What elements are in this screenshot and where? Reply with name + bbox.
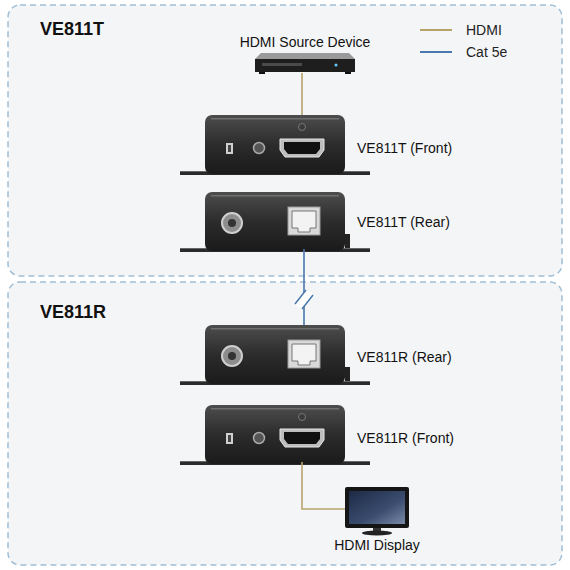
cat5e-cable bbox=[303, 249, 305, 325]
panel-outline bbox=[8, 5, 562, 276]
node-label: VE811R (Front) bbox=[357, 430, 454, 446]
hdmi-cable bbox=[301, 73, 303, 115]
break-stroke bbox=[295, 290, 306, 304]
legend-label: HDMI bbox=[466, 22, 502, 38]
display-device: HDMI Display bbox=[345, 487, 409, 531]
node-label: VE811R bbox=[40, 302, 106, 322]
break-gap bbox=[295, 290, 313, 309]
node-label: HDMI Display bbox=[334, 537, 420, 553]
extender-unit: VE811T (Front) bbox=[205, 115, 345, 172]
node-label: VE811T (Front) bbox=[357, 140, 452, 156]
legend-line bbox=[420, 51, 452, 53]
source-device: HDMI Source Device bbox=[255, 53, 355, 73]
panel-region: VE811RVE811R (Rear)VE811R (Front)HDMI Di… bbox=[8, 282, 562, 565]
extender-front bbox=[180, 405, 370, 465]
source-device bbox=[255, 53, 355, 74]
legend-label: Cat 5e bbox=[466, 44, 507, 60]
node-label: VE811R (Rear) bbox=[357, 349, 452, 365]
node-label: HDMI Source Device bbox=[240, 34, 371, 50]
node-label: VE811T bbox=[40, 19, 104, 39]
node-label: VE811T (Rear) bbox=[357, 214, 450, 230]
extender-front bbox=[180, 115, 370, 175]
break-stroke bbox=[302, 295, 313, 309]
extender-unit: VE811R (Rear) bbox=[205, 325, 345, 382]
extender-unit: VE811R (Front) bbox=[205, 405, 345, 462]
extender-rear bbox=[180, 192, 370, 252]
extender-rear bbox=[180, 325, 370, 385]
display-monitor bbox=[345, 487, 409, 536]
extender-unit: VE811T (Rear) bbox=[205, 192, 345, 249]
hdmi-cable bbox=[302, 462, 345, 509]
panel-outline bbox=[8, 282, 562, 565]
legend-line bbox=[420, 29, 452, 31]
